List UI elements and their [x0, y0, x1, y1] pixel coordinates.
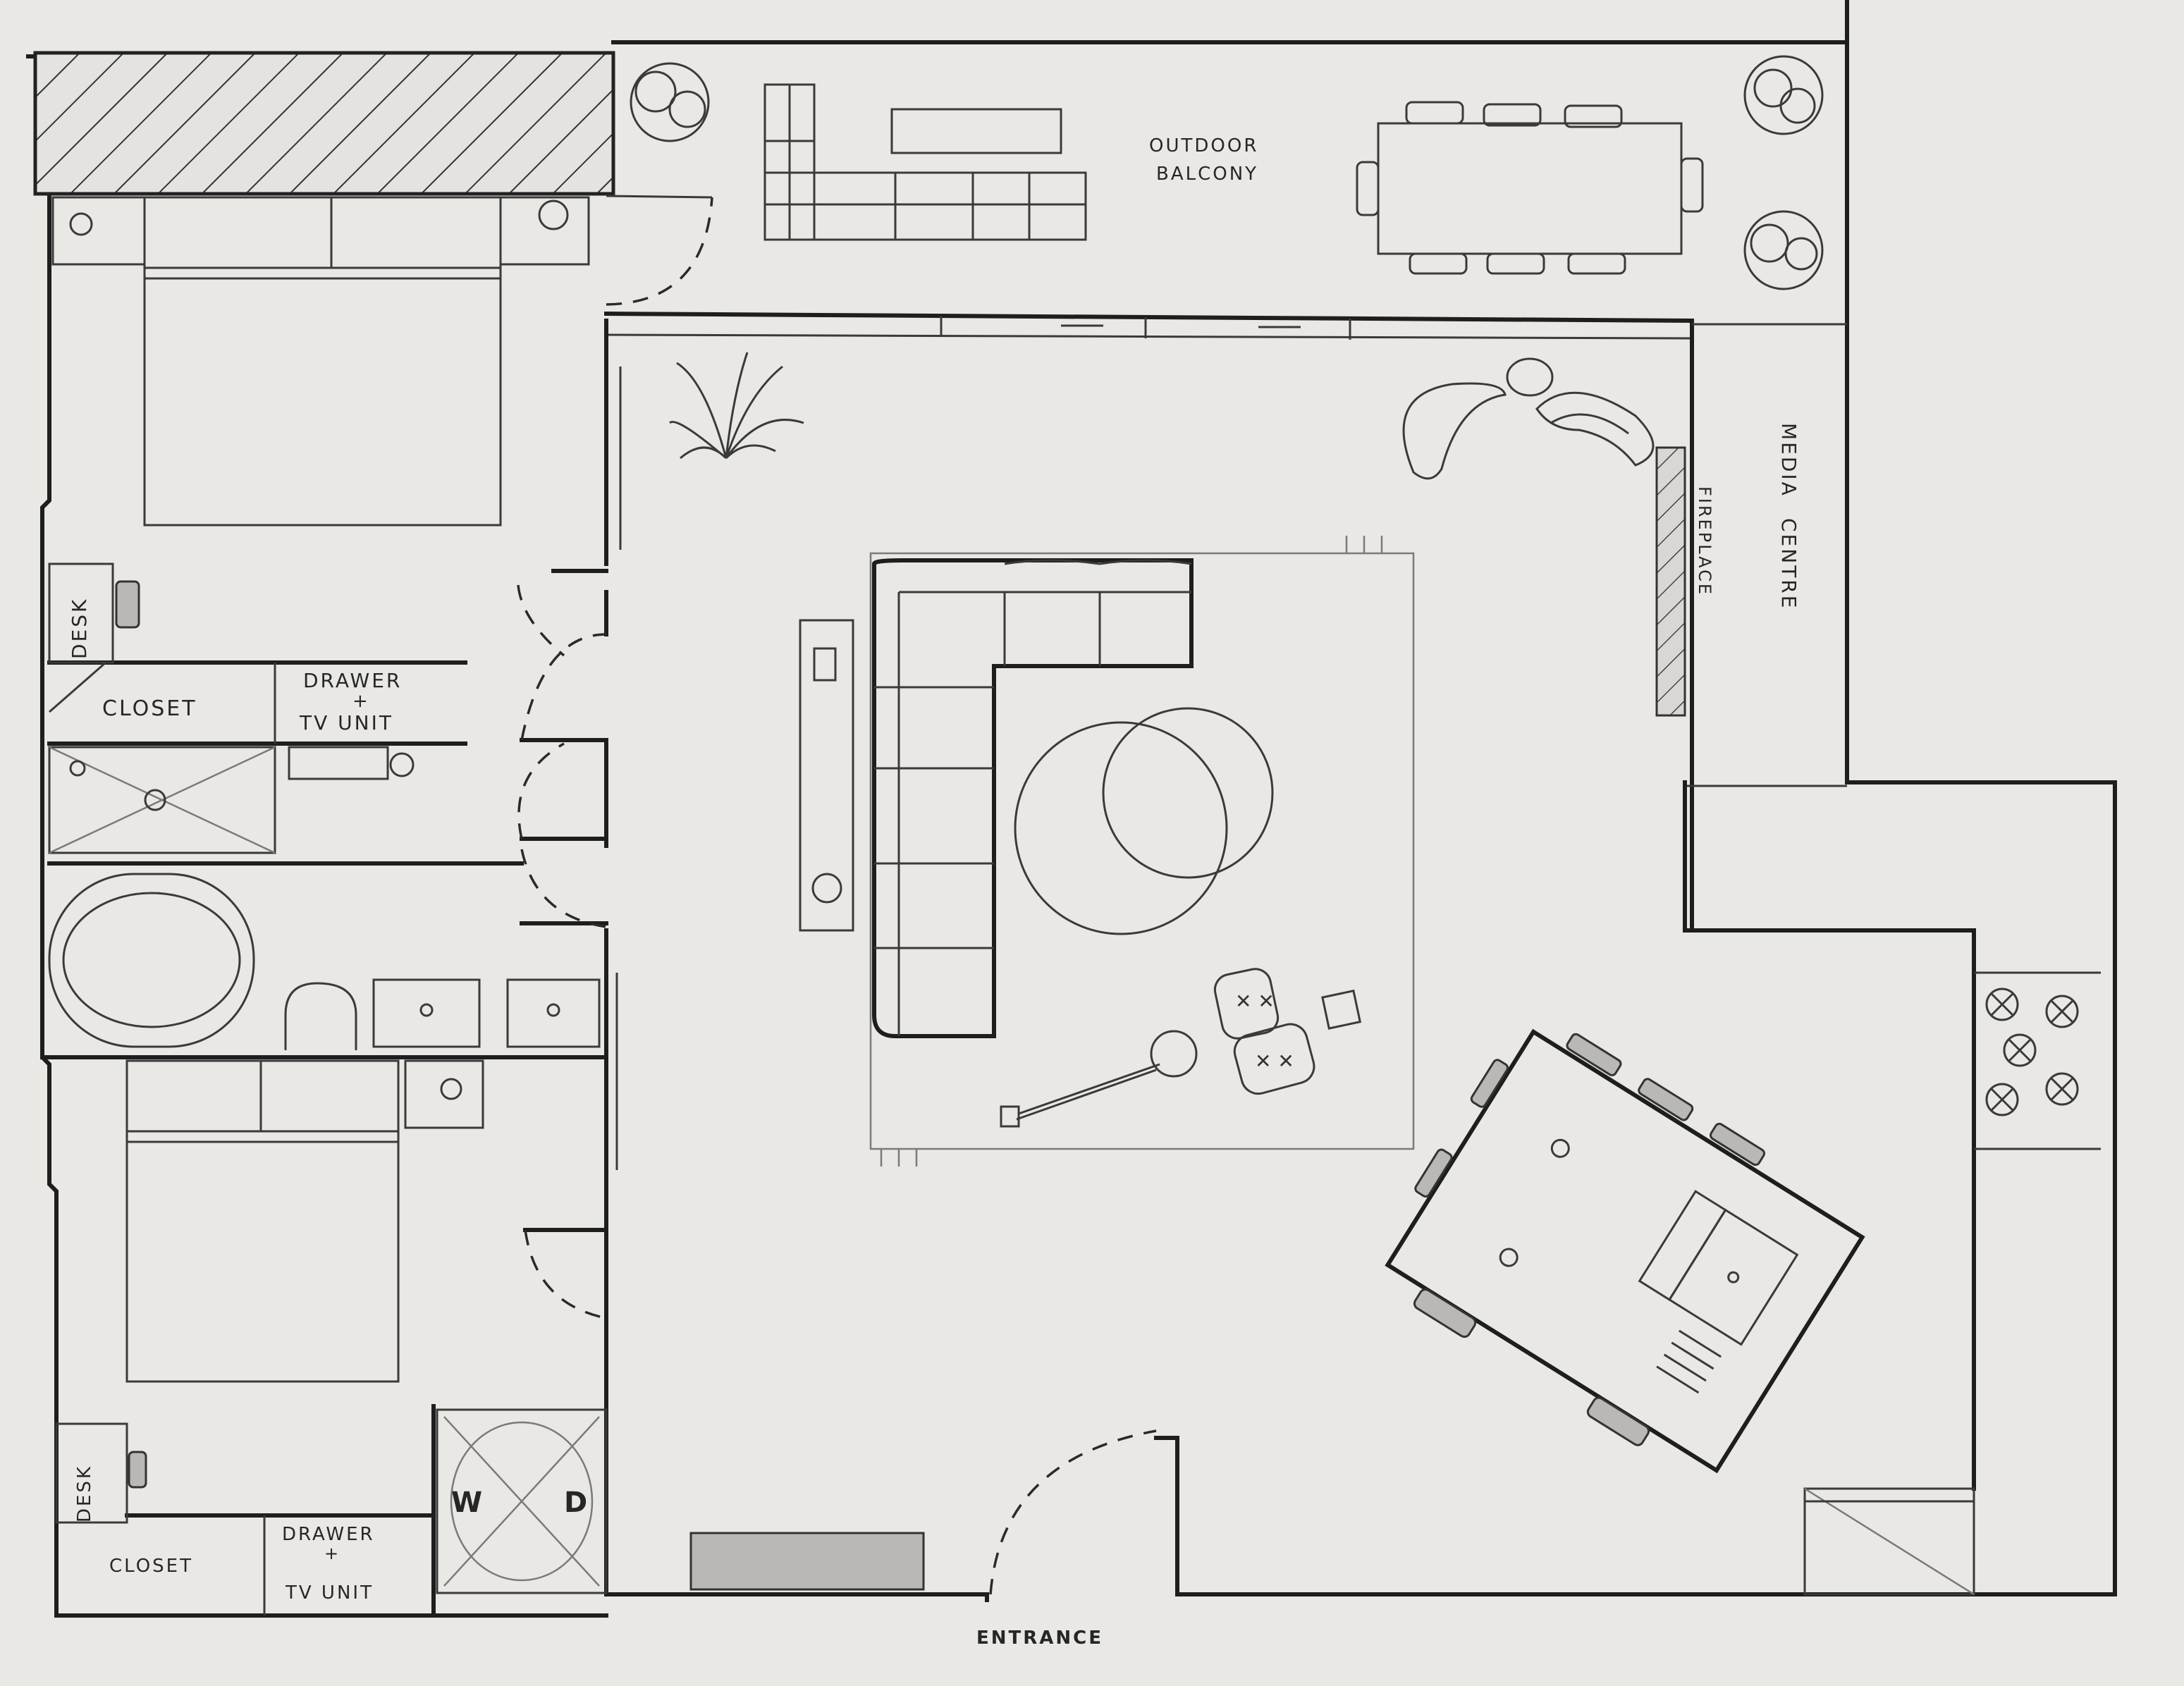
dryer-label: D	[564, 1487, 589, 1519]
closet-label-top: CLOSET	[102, 696, 197, 721]
balcony-label-line2: BALCONY	[1156, 164, 1258, 185]
washer-label: W	[451, 1487, 484, 1519]
bed-double	[125, 1059, 400, 1383]
entrance-bench	[689, 1532, 925, 1591]
bathroom-door-swing	[520, 849, 607, 928]
exterior-walls	[26, 0, 2117, 1618]
coffee-table-round	[1102, 707, 1274, 879]
drawer-label-top-line1: DRAWER	[303, 669, 402, 692]
nightstand	[404, 1059, 484, 1129]
console-table	[799, 619, 854, 932]
balcony-plant-icon	[1743, 55, 1824, 135]
drawer-label-top-line3: TV UNIT	[299, 711, 393, 734]
shower-stall	[48, 746, 276, 854]
laundry-closet	[436, 1408, 608, 1594]
bedroom-1: DESK CLOSET DRAWER + TV UNIT	[47, 196, 590, 746]
desk-chair	[128, 1451, 147, 1489]
hall-door-swing	[517, 584, 565, 657]
desk-label-top: DESK	[68, 598, 91, 659]
accent-chair: ✕ ✕ ✕ ✕	[1213, 968, 1315, 1095]
living-rug	[869, 552, 1415, 1150]
fireplace-label: FIREPLACE	[1695, 486, 1714, 596]
coffee-table-round	[1014, 721, 1228, 935]
entrance-label: ENTRANCE	[976, 1627, 1103, 1649]
hatched-wall-block	[33, 51, 615, 196]
vanity	[372, 978, 481, 1048]
balcony-label-line1: OUTDOOR	[1149, 135, 1258, 156]
balcony-plant-icon	[1743, 210, 1824, 290]
kitchen-island	[1385, 1028, 1865, 1474]
desk-chair	[115, 580, 140, 629]
entrance-door-swing	[989, 1429, 1157, 1595]
palm-plant-icon	[668, 352, 804, 460]
desk-top	[48, 562, 114, 664]
outdoor-sofa	[763, 83, 1087, 241]
bedroom-2: DESK CLOSET DRAWER + TV UNIT W D	[55, 1059, 608, 1618]
svg-text:✕ ✕: ✕ ✕	[1255, 1050, 1294, 1073]
bathtub	[48, 873, 255, 1048]
drawer-label-bottom-line2: +	[324, 1544, 341, 1563]
toilet	[284, 982, 357, 1050]
outdoor-coffee-table	[890, 108, 1062, 154]
bed-double	[143, 196, 502, 527]
kitchen	[1385, 780, 2101, 1596]
bedroom-door-swing	[520, 633, 607, 741]
floor-lamp-icon	[1000, 1030, 1198, 1128]
pantry-cabinet	[1803, 1487, 1975, 1596]
sectional-sofa	[872, 558, 1194, 1038]
desk-bottom	[55, 1422, 128, 1524]
balcony-area: OUTDOOR BALCONY	[603, 55, 1824, 340]
media-centre: MEDIA CENTRE FIREPLACE	[1655, 319, 1847, 933]
interior-walls	[517, 319, 1157, 1602]
media-centre-label-line1: MEDIA	[1777, 423, 1800, 498]
outdoor-dining-table	[1356, 101, 1704, 275]
drawer-label-bottom-line3: TV UNIT	[285, 1582, 374, 1604]
bedroom-door-swing	[524, 1229, 607, 1319]
drawer-label-bottom-line1: DRAWER	[282, 1524, 375, 1545]
sink-cabinet	[288, 746, 389, 780]
vanity	[506, 978, 601, 1048]
bathroom-door-swing	[517, 742, 565, 839]
desk-label-bottom: DESK	[74, 1465, 95, 1522]
drawer-label-top-line2: +	[352, 691, 370, 712]
lounge-chairs	[1402, 357, 1655, 480]
shower-head-icon	[69, 760, 86, 777]
bathroom	[40, 746, 608, 1059]
closet-label-bottom: CLOSET	[109, 1556, 193, 1577]
nightstand	[51, 196, 146, 266]
living-room: ✕ ✕ ✕ ✕	[668, 352, 1655, 1167]
fireplace-block	[1655, 446, 1686, 717]
side-table	[1321, 989, 1362, 1030]
cooktop-icon	[1985, 987, 2079, 1116]
balcony-plant-icon	[630, 62, 710, 142]
nightstand	[499, 196, 590, 266]
media-centre-label-line2: CENTRE	[1777, 518, 1800, 610]
svg-text:✕ ✕: ✕ ✕	[1235, 990, 1275, 1013]
